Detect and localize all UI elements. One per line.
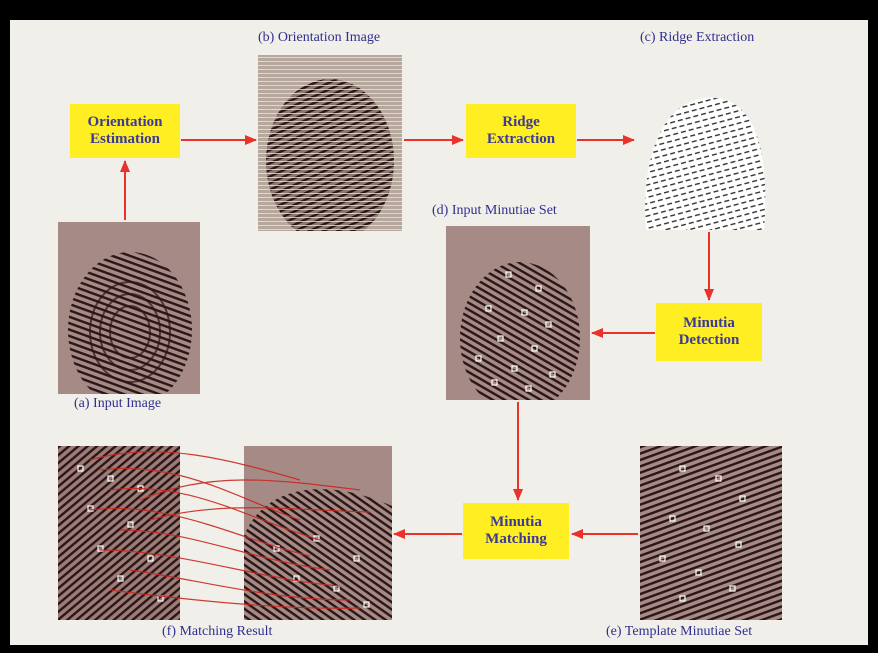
correspondence-lines xyxy=(90,452,370,609)
